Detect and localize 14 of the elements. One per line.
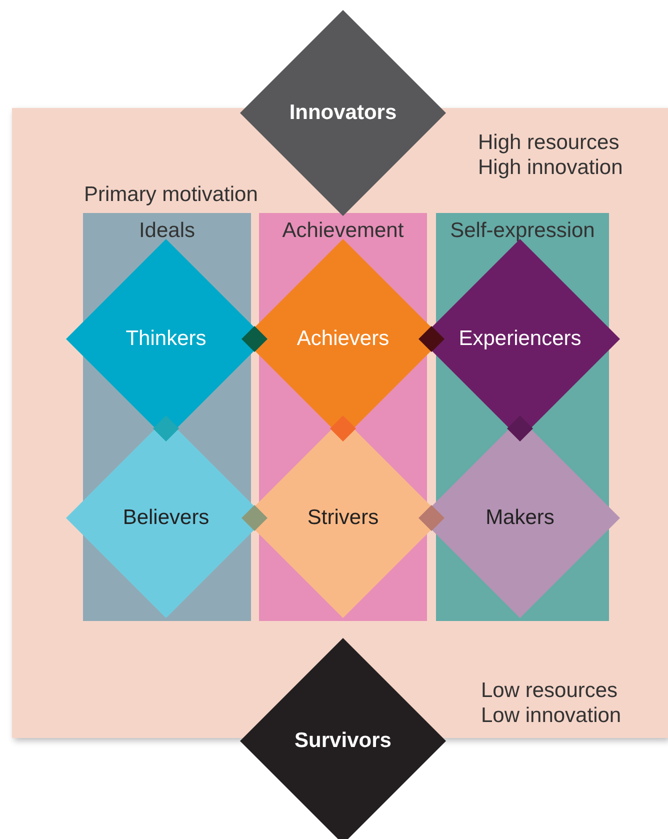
segment-label: Believers	[122, 506, 210, 530]
segment-label: Experiencers	[458, 327, 582, 351]
segment-label: Survivors	[294, 729, 392, 753]
note-text: High resources High innovation	[478, 130, 624, 180]
segment-label: Innovators	[289, 101, 397, 125]
column-heading: Ideals	[138, 219, 196, 243]
note-text: Primary motivation	[84, 182, 258, 208]
column-heading: Self-expression	[449, 219, 596, 243]
note-text: Low resources Low innovation	[481, 678, 622, 728]
segment-label: Thinkers	[126, 327, 206, 351]
column-heading: Achievement	[281, 219, 405, 243]
segment-label: Strivers	[307, 506, 379, 530]
segment-label: Achievers	[296, 327, 390, 351]
segment-label: Makers	[486, 506, 554, 530]
